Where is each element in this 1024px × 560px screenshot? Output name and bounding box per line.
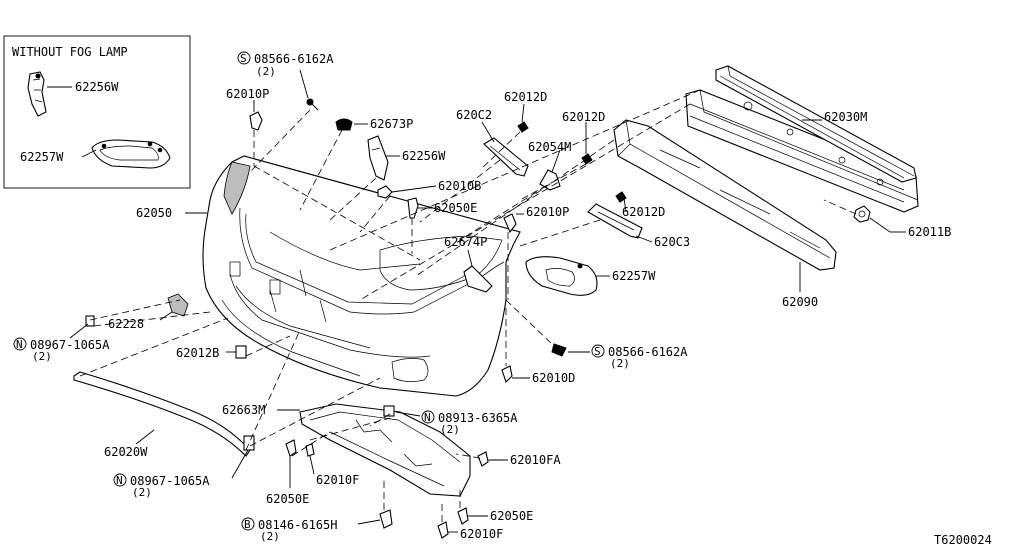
clip-62228 — [167, 293, 189, 317]
callout-clip-left-upper-qty: (2) — [32, 350, 52, 363]
label-62054M: 62054M — [528, 140, 571, 154]
assembly-guide-lines — [79, 89, 857, 522]
bracket-62256W — [367, 135, 389, 181]
label-62010D: 62010D — [532, 371, 575, 385]
screw-08566-side — [551, 343, 567, 357]
inset-without-fog-lamp: WITHOUT FOG LAMP 62256W 62257W — [3, 35, 191, 189]
energy-absorber-62090 — [613, 119, 837, 271]
inset-label-62257W: 62257W — [20, 150, 64, 164]
label-62050E-a: 62050E — [434, 201, 477, 215]
label-620C2: 620C2 — [456, 108, 492, 122]
label-62030M: 62030M — [824, 110, 867, 124]
callout-clip-left-upper-number: 08967-1065A — [30, 338, 110, 352]
inset-label-62256W: 62256W — [75, 80, 119, 94]
label-62012D-b: 62012D — [562, 110, 605, 124]
callout-clip-under-number: 08913-6365A — [438, 411, 518, 425]
grille-molding-62020W — [73, 371, 251, 457]
clip-62010P-top — [249, 111, 263, 131]
screw-62010F-b — [437, 521, 449, 539]
clip-08967-upper — [85, 315, 95, 327]
callout-clip-under-qty: (2) — [440, 423, 460, 436]
screw-08566-top — [306, 98, 319, 111]
clip-62010P-b — [503, 213, 517, 234]
callout-screw-top-qty: (2) — [256, 65, 276, 78]
bolt-08146 — [379, 509, 393, 529]
nut-62012B — [235, 345, 247, 359]
callout-clip-left-upper-prefix: N — [16, 338, 23, 351]
screw-62010D — [501, 365, 513, 384]
clip-62673P — [335, 118, 353, 131]
callout-clip-left-lower-qty: (2) — [132, 486, 152, 499]
screw-62010F-a — [305, 443, 315, 457]
callout-clip-under-prefix: N — [424, 411, 431, 424]
clip-62050E-b — [285, 439, 297, 457]
label-62090: 62090 — [782, 295, 818, 309]
label-62020W: 62020W — [104, 445, 148, 459]
clip-08913-under — [383, 405, 395, 417]
label-62010P-top: 62010P — [226, 87, 269, 101]
clip-08967-lower — [243, 435, 255, 451]
label-62012D-c: 62012D — [622, 205, 665, 219]
label-62012D-a: 62012D — [504, 90, 547, 104]
label-62010P-b: 62010P — [526, 205, 569, 219]
label-62257W: 62257W — [612, 269, 656, 283]
diagram-code: T6200024 — [934, 533, 992, 547]
callout-screw-side-prefix: S — [594, 345, 601, 358]
inset-bracket-62256W — [27, 71, 47, 117]
callout-screw-side-qty: (2) — [610, 357, 630, 370]
bumper-fascia-62050 — [202, 155, 521, 397]
label-62010F-a: 62010F — [316, 473, 359, 487]
callout-clip-left-lower: N — [113, 473, 127, 487]
bumper-reinforcement-62030M — [685, 65, 919, 213]
bracket-62674P — [463, 265, 493, 293]
bracket-62054M — [539, 169, 561, 191]
callout-clip-under: N — [421, 410, 435, 424]
label-62010F-b: 62010F — [460, 527, 503, 541]
screw-62012D-c — [615, 191, 627, 203]
clip-62050E-c — [457, 507, 469, 525]
label-62011B: 62011B — [908, 225, 951, 239]
bracket-620C2 — [483, 137, 529, 177]
callout-screw-top-prefix: S — [240, 52, 247, 65]
callout-screw-top: S — [237, 51, 251, 65]
callout-bolt-bottom-qty: (2) — [260, 530, 280, 543]
fog-lamp-cover-62257W — [525, 256, 598, 296]
label-62050E-b: 62050E — [266, 492, 309, 506]
label-62010FA: 62010FA — [510, 453, 561, 467]
inset-cover-62257W — [91, 139, 171, 169]
callout-clip-left-lower-prefix: N — [116, 474, 123, 487]
bolt-62011B — [853, 205, 871, 223]
label-62256W: 62256W — [402, 149, 446, 163]
callout-bolt-bottom-number: 08146-6165H — [258, 518, 337, 532]
label-62050E-c: 62050E — [490, 509, 533, 523]
screw-62010FA — [477, 451, 489, 467]
label-62012B: 62012B — [176, 346, 219, 360]
callout-bolt-bottom-prefix: B — [244, 518, 251, 531]
callout-screw-side: S — [591, 344, 605, 358]
callout-bolt-bottom: B — [241, 517, 255, 531]
callout-clip-left-upper: N — [13, 337, 27, 351]
screw-62012D-a — [517, 121, 529, 133]
label-620C3: 620C3 — [654, 235, 690, 249]
callout-clip-left-lower-number: 08967-1065A — [130, 474, 210, 488]
label-62228: 62228 — [108, 317, 144, 331]
callout-screw-side-number: 08566-6162A — [608, 345, 688, 359]
callout-screw-top-number: 08566-6162A — [254, 52, 334, 66]
nut-62010B — [377, 185, 393, 199]
label-62050: 62050 — [136, 206, 172, 220]
inset-title: WITHOUT FOG LAMP — [12, 45, 128, 59]
label-62663M: 62663M — [222, 403, 265, 417]
bracket-620C3 — [587, 203, 643, 239]
label-62673P: 62673P — [370, 117, 413, 131]
